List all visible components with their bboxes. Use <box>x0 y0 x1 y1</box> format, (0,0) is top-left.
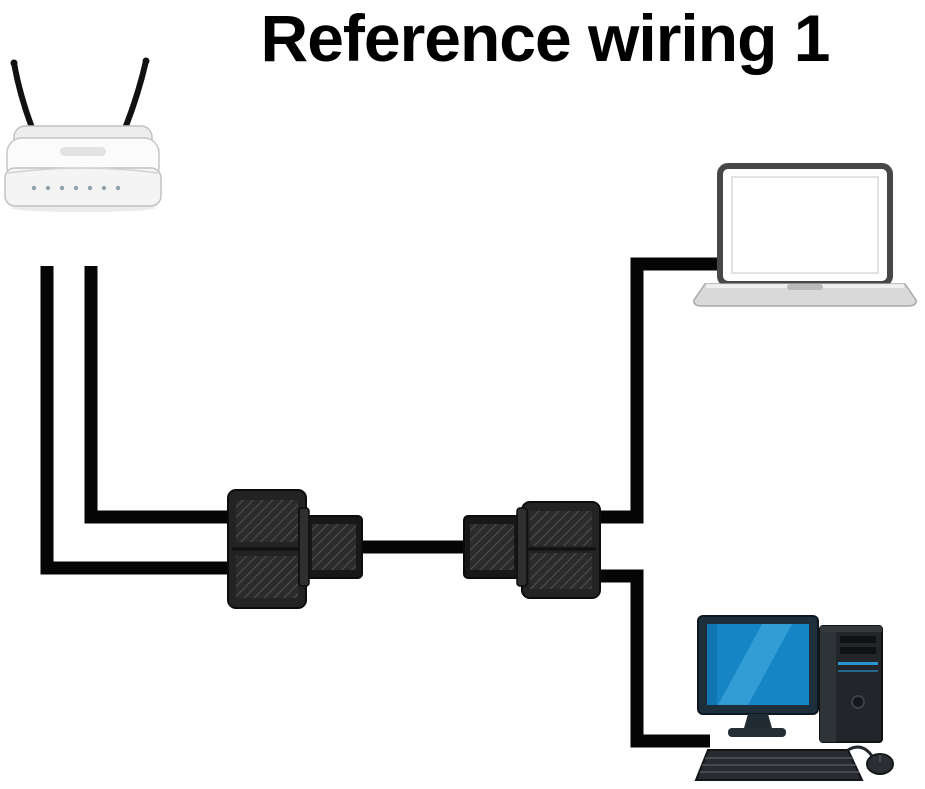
keyboard-icon <box>694 749 864 781</box>
cable-router-to-splitter-top <box>84 266 240 524</box>
laptop-base <box>693 283 917 307</box>
mouse-cable <box>847 745 874 757</box>
mouse-icon <box>847 745 894 775</box>
router-front-groove <box>7 167 159 174</box>
router-antenna-right-icon <box>121 58 149 134</box>
laptop-screen <box>731 176 879 274</box>
monitor-screen-sheen <box>718 624 792 705</box>
tower-drive-bay <box>840 636 876 643</box>
splitter-left-port-bottom-hatch <box>236 556 298 598</box>
router-front-face <box>4 167 162 207</box>
cable-router-to-splitter-bottom <box>40 266 240 575</box>
router-led-row <box>31 185 121 191</box>
splitter-right-face-top-hatch <box>530 511 592 546</box>
tower-power-button <box>851 695 865 709</box>
splitter-left-flange <box>298 507 310 587</box>
splitter-left-port-top-hatch <box>236 500 298 542</box>
tower-accent-stripe <box>838 662 878 665</box>
cable-splitter-to-laptop <box>596 257 718 524</box>
router-antenna-left-icon <box>11 60 37 136</box>
monitor-stand-base <box>728 728 786 737</box>
monitor-icon <box>697 615 819 737</box>
splitter-right-face-bottom-hatch <box>530 553 592 589</box>
diagram-title: Reference wiring 1 <box>260 1 831 75</box>
laptop-illustration <box>693 163 917 307</box>
tower-accent-stripe <box>838 670 878 672</box>
splitter-right-plug-hatch <box>470 524 514 570</box>
tower-icon <box>819 625 883 743</box>
cable-splitter-to-desktop <box>596 569 710 748</box>
splitter-right-flange <box>516 507 528 587</box>
monitor-stand-neck <box>744 714 772 728</box>
rj45-splitter-left <box>227 489 363 609</box>
router-illustration <box>4 57 162 212</box>
monitor-screen <box>707 624 809 705</box>
router-logo-plate <box>60 147 106 156</box>
tower-drive-bay <box>840 647 876 654</box>
desktop-computer-illustration <box>694 615 894 781</box>
laptop-hinge-notch <box>787 284 823 290</box>
rj45-splitter-right <box>463 501 601 599</box>
ethernet-cables <box>40 257 718 748</box>
splitter-left-plug-hatch <box>312 524 356 570</box>
